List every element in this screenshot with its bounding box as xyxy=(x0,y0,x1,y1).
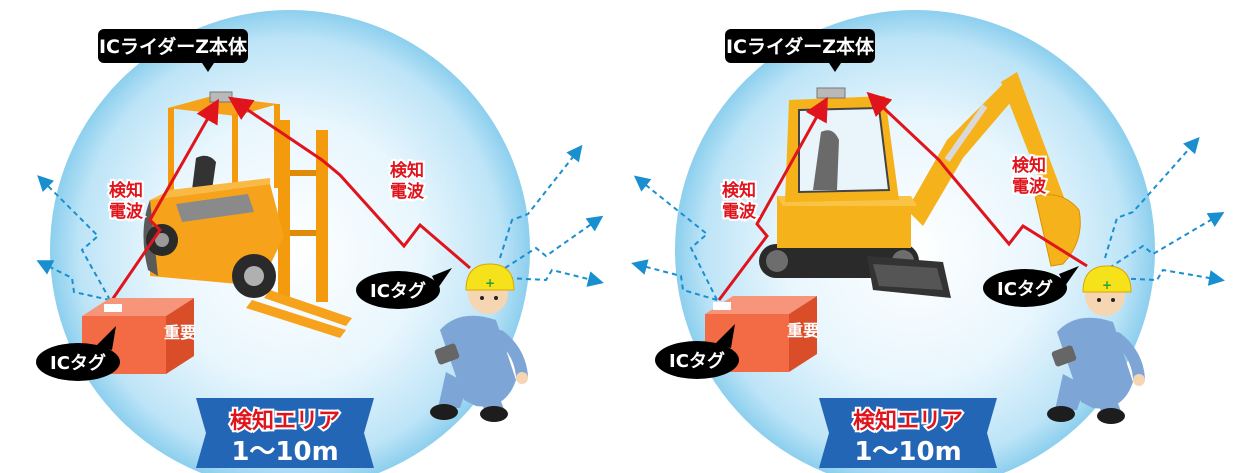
ic-tag-device xyxy=(713,302,731,310)
svg-text:検知: 検知 xyxy=(390,160,424,181)
svg-text:検知エリア: 検知エリア xyxy=(230,408,340,434)
svg-text:検知エリア: 検知エリア xyxy=(853,408,963,434)
wave-label-left: 検知 電波 xyxy=(720,178,759,224)
wave-arrows-right xyxy=(1104,137,1225,286)
wave-arrows-left xyxy=(36,175,111,301)
svg-text:ICタグ: ICタグ xyxy=(997,278,1053,300)
ic-tag-device xyxy=(104,304,122,312)
svg-text:ICライダーZ本体: ICライダーZ本体 xyxy=(99,35,248,58)
main-unit-label: ICライダーZ本体 xyxy=(98,29,248,72)
wave-label-left: 検知 電波 xyxy=(107,178,146,224)
svg-text:検知: 検知 xyxy=(722,180,756,201)
detection-signal-lines xyxy=(110,96,471,301)
svg-text:重要: 重要 xyxy=(787,321,819,340)
svg-text:+: + xyxy=(1102,278,1112,292)
svg-text:電波: 電波 xyxy=(722,201,757,222)
svg-text:1〜10m: 1〜10m xyxy=(854,437,961,467)
excavator-diagram: ICライダーZ本体 検知 電波 検知 電波 + xyxy=(617,0,1235,473)
svg-text:検知: 検知 xyxy=(109,180,143,201)
svg-text:電波: 電波 xyxy=(109,201,144,222)
wave-arrows-left xyxy=(631,175,718,301)
wave-arrows-right xyxy=(499,144,604,287)
svg-text:ICタグ: ICタグ xyxy=(370,280,426,302)
svg-text:ICタグ: ICタグ xyxy=(50,352,106,374)
worker-illustration: + xyxy=(1047,265,1145,424)
ic-tag-label-box: ICタグ xyxy=(655,324,739,379)
svg-text:1〜10m: 1〜10m xyxy=(231,437,338,467)
svg-text:重要: 重要 xyxy=(164,323,196,342)
svg-text:+: + xyxy=(485,276,495,290)
wave-label-right: 検知 電波 xyxy=(388,158,427,204)
detection-area-badge: 検知エリア 1〜10m xyxy=(819,398,997,468)
svg-text:ICタグ: ICタグ xyxy=(669,350,725,372)
worker-illustration: + xyxy=(430,263,528,422)
forklift-diagram-svg: ICライダーZ本体 検知 電波 検知 電波 xyxy=(36,10,604,473)
detection-area-badge: 検知エリア 1〜10m xyxy=(196,398,374,468)
ic-tag-label-worker: ICタグ xyxy=(356,268,452,309)
ic-rider-device xyxy=(209,91,233,103)
main-unit-label: ICライダーZ本体 xyxy=(725,29,875,72)
forklift-diagram: ICライダーZ本体 検知 電波 検知 電波 xyxy=(36,10,604,473)
detection-signal-lines xyxy=(717,91,1088,301)
svg-text:検知: 検知 xyxy=(1012,155,1046,176)
important-box: 重要 xyxy=(82,298,196,374)
wave-label-right: 検知 電波 xyxy=(1010,153,1049,199)
ic-tag-label-worker: ICタグ xyxy=(983,266,1079,307)
excavator-illustration xyxy=(759,72,1081,298)
ic-tag-label-box: ICタグ xyxy=(36,326,120,381)
svg-text:電波: 電波 xyxy=(1012,176,1047,197)
ic-rider-device xyxy=(816,87,846,99)
excavator-diagram-svg: ICライダーZ本体 検知 電波 検知 電波 + xyxy=(631,10,1225,473)
svg-text:ICライダーZ本体: ICライダーZ本体 xyxy=(726,35,875,58)
svg-text:電波: 電波 xyxy=(390,181,425,202)
